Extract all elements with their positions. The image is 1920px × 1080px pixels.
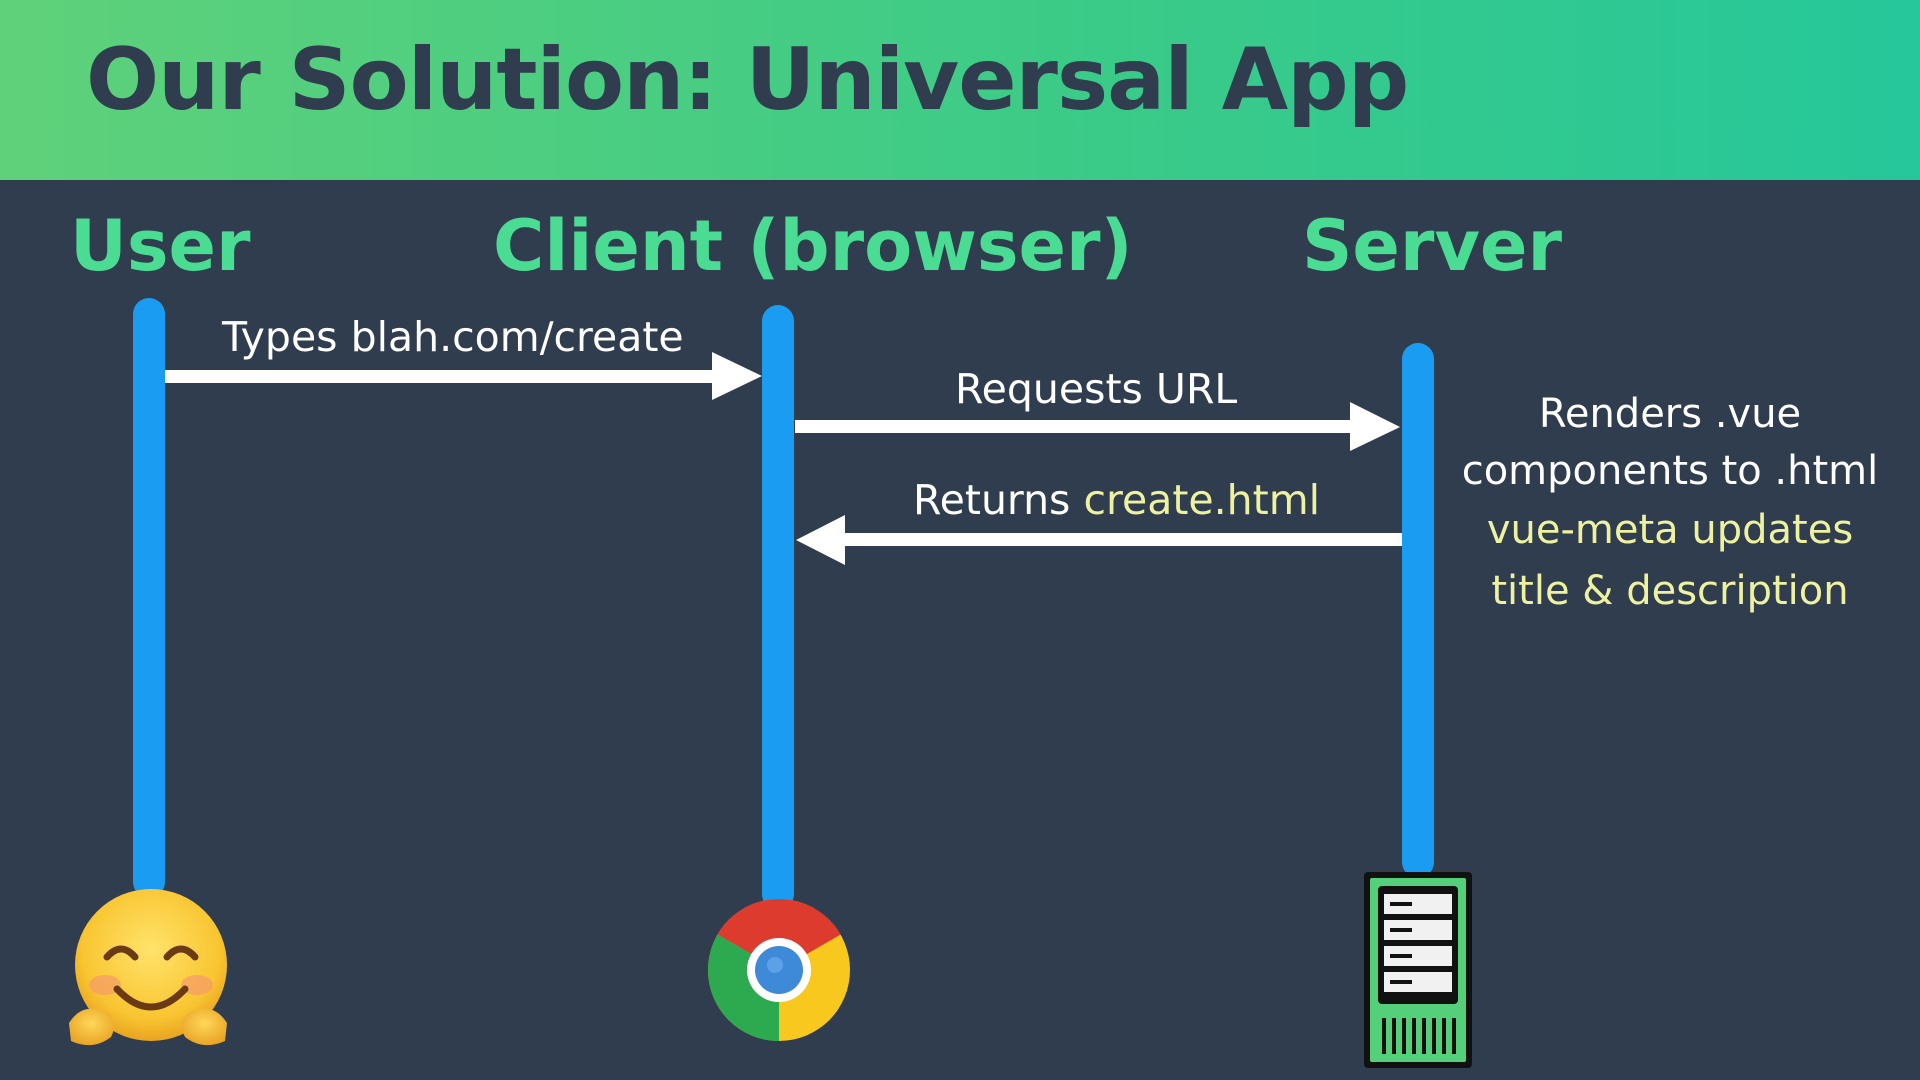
server-note-line-1: Renders .vue: [1538, 391, 1802, 437]
actor-label-server: Server: [1302, 205, 1563, 287]
arrow-returns-html: [796, 515, 1402, 565]
server-note: Renders .vue components to .html vue-met…: [1460, 386, 1880, 622]
server-note-line-4: title & description: [1491, 568, 1849, 614]
title-bar: Our Solution: Universal App: [0, 0, 1920, 180]
message-returns-prefix: Returns: [913, 476, 1071, 524]
actor-label-client: Client (browser): [493, 205, 1133, 287]
arrow-types-url: [165, 352, 762, 400]
server-tower-icon: [1364, 872, 1472, 1068]
message-returns: Returns create.html: [913, 476, 1320, 524]
arrow-requests-url: [795, 402, 1400, 451]
message-requests-url: Requests URL: [955, 365, 1238, 413]
message-returns-file: create.html: [1083, 476, 1321, 524]
server-note-line-3: vue-meta updates: [1486, 507, 1854, 553]
lifeline-server: [1402, 343, 1434, 878]
lifeline-client: [762, 305, 794, 910]
actor-label-user: User: [70, 205, 251, 287]
lifeline-user: [133, 298, 165, 898]
chrome-browser-icon: [707, 899, 850, 1041]
server-note-line-2: components to .html: [1461, 448, 1879, 494]
message-types-url: Types blah.com/create: [222, 313, 684, 361]
slide-title: Our Solution: Universal App: [86, 30, 1409, 130]
hugging-face-emoji-icon: [69, 889, 227, 1046]
